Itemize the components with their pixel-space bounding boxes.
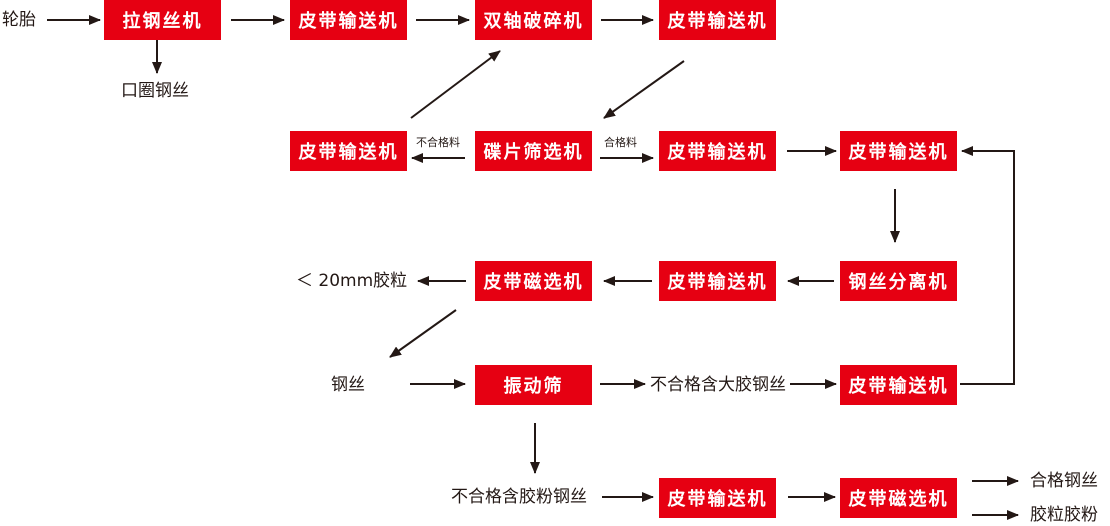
label-steel-wire: 钢丝 [331,375,365,395]
node-belt-conveyor-2: 皮带输送机 [659,0,776,40]
node-belt-magnetic-separator-1: 皮带磁选机 [475,261,592,301]
label-qualified-steel-wire: 合格钢丝 [1030,471,1098,491]
node-belt-magnetic-separator-2: 皮带磁选机 [840,478,957,518]
node-bead-wire-puller: 拉钢丝机 [104,0,221,40]
node-belt-conveyor-1: 皮带输送机 [290,0,407,40]
node-belt-conveyor-3: 皮带输送机 [659,131,776,171]
arrow-conveyor2-to-disc-screen [603,60,685,119]
arrow-conveyor6-return-to-conveyor4 [960,146,1015,385]
node-belt-conveyor-return: 皮带输送机 [290,131,407,171]
label-qualified: 合格料 [604,136,637,149]
label-unqualified-large-rubber-wire: 不合格含大胶钢丝 [650,375,786,395]
node-belt-conveyor-7: 皮带输送机 [659,478,776,518]
label-rubber-granules-powder: 胶粒胶粉 [1030,505,1098,525]
node-double-shaft-shredder: 双轴破碎机 [475,0,592,40]
node-vibrating-screen: 振动筛 [475,365,592,405]
label-tire: 轮胎 [2,10,36,30]
node-belt-conveyor-4: 皮带输送机 [840,131,957,171]
label-unqualified: 不合格料 [416,136,460,149]
node-steel-wire-separator: 钢丝分离机 [840,261,957,301]
node-belt-conveyor-5: 皮带输送机 [659,261,776,301]
arrow-magnetic1-to-steel-wire [389,309,457,358]
label-bead-wire: 口圈钢丝 [121,81,189,101]
arrow-return-to-shredder [410,50,501,119]
label-rubber-granules-20mm: ＜ 20mm胶粒 [296,271,408,291]
node-disc-screen: 碟片筛选机 [475,131,592,171]
node-belt-conveyor-6: 皮带输送机 [840,365,957,405]
label-unqualified-rubber-powder-wire: 不合格含胶粉钢丝 [451,487,587,507]
